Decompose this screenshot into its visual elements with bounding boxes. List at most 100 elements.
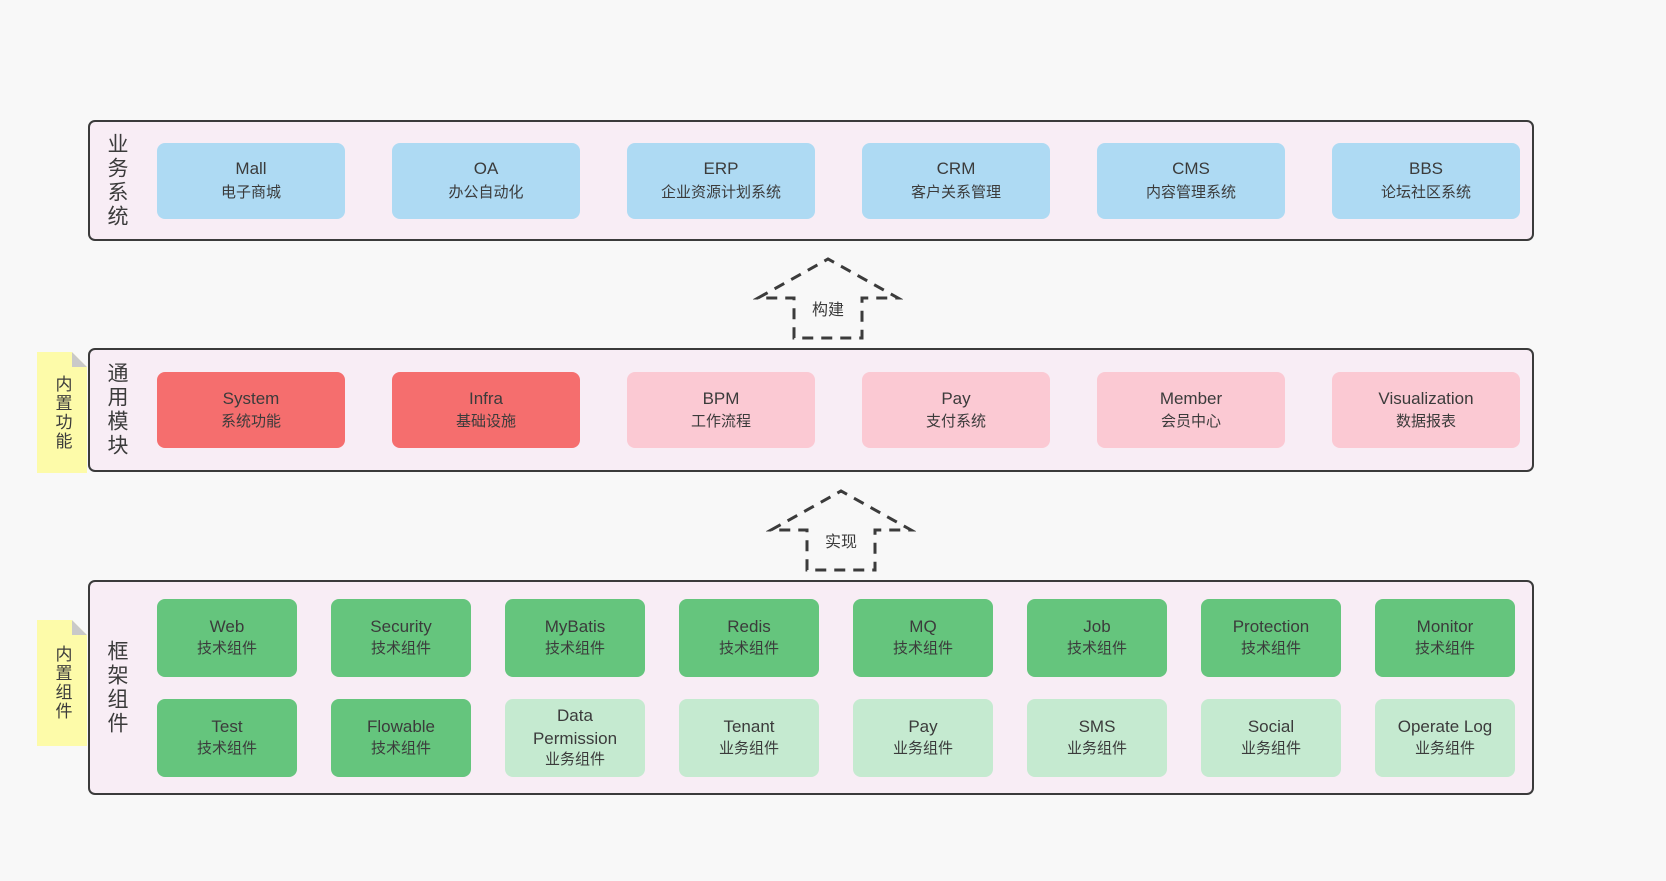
box-subtitle: 支付系统 — [925, 413, 986, 431]
box-subtitle: 技术组件 — [1240, 639, 1301, 657]
box-subtitle: 技术组件 — [892, 639, 953, 657]
folded-corner-icon — [72, 620, 87, 635]
box-subtitle: 技术组件 — [544, 639, 605, 657]
box-title: Data Permission — [532, 706, 618, 748]
box-title: System — [222, 388, 280, 408]
box-title: Infra — [468, 388, 504, 408]
box-subtitle: 数据报表 — [1395, 413, 1456, 431]
box-title: Mall — [235, 159, 267, 179]
box-tenant: Tenant 业务组件 — [679, 698, 819, 777]
box-title: Member — [1159, 388, 1223, 408]
note-text: 内置组件 — [52, 645, 72, 721]
box-subtitle: 技术组件 — [370, 739, 431, 757]
box-title: Flowable — [366, 717, 436, 737]
box-subtitle: 技术组件 — [196, 739, 257, 757]
box-infra: Infra 基础设施 — [392, 372, 580, 448]
box-sms: SMS 业务组件 — [1027, 698, 1167, 777]
box-title: Tenant — [723, 717, 775, 737]
box-subtitle: 技术组件 — [196, 639, 257, 657]
box-subtitle: 办公自动化 — [448, 183, 524, 201]
box-title: Job — [1083, 617, 1111, 637]
box-erp: ERP 企业资源计划系统 — [627, 142, 815, 219]
implement-arrow: 实现 — [766, 486, 916, 574]
box-bbs: BBS 论坛社区系统 — [1332, 142, 1520, 219]
folded-corner-icon — [72, 352, 87, 367]
box-title: Pay — [908, 717, 938, 737]
box-subtitle: 业务组件 — [1066, 739, 1127, 757]
box-flowable: Flowable 技术组件 — [331, 698, 471, 777]
box-title: SMS — [1078, 717, 1116, 737]
box-title: BBS — [1408, 159, 1444, 179]
box-subtitle: 系统功能 — [220, 413, 281, 431]
box-pay-module: Pay 支付系统 — [862, 372, 1050, 448]
note-built-in-features: 内置功能 — [37, 352, 87, 473]
build-arrow: 构建 — [753, 254, 903, 342]
box-redis: Redis 技术组件 — [679, 598, 819, 677]
box-mq: MQ 技术组件 — [853, 598, 993, 677]
note-text: 内置功能 — [52, 374, 72, 451]
framework-rows: Web 技术组件 Security 技术组件 MyBatis 技术组件 Redi… — [157, 598, 1515, 777]
box-title: Visualization — [1378, 388, 1474, 408]
box-pay-component: Pay 业务组件 — [853, 698, 993, 777]
box-crm: CRM 客户关系管理 — [862, 142, 1050, 219]
box-title: CRM — [936, 159, 976, 179]
box-subtitle: 业务组件 — [1414, 739, 1475, 757]
arrow-up-icon — [766, 489, 916, 572]
box-subtitle: 论坛社区系统 — [1380, 183, 1471, 201]
box-security: Security 技术组件 — [331, 598, 471, 677]
box-subtitle: 技术组件 — [718, 639, 779, 657]
layer-business-systems: 业务系统 Mall 电子商城 OA 办公自动化 ERP 企业资源计划系统 CRM… — [88, 120, 1534, 241]
box-subtitle: 技术组件 — [1066, 639, 1127, 657]
box-monitor: Monitor 技术组件 — [1375, 598, 1515, 677]
box-job: Job 技术组件 — [1027, 598, 1167, 677]
box-title: MQ — [909, 617, 937, 637]
box-subtitle: 工作流程 — [690, 413, 751, 431]
box-title: ERP — [703, 159, 739, 179]
box-title: Social — [1247, 717, 1295, 737]
box-data-permission: Data Permission 业务组件 — [505, 698, 645, 777]
box-subtitle: 业务组件 — [1240, 739, 1301, 757]
module-boxes: System 系统功能 Infra 基础设施 BPM 工作流程 Pay 支付系统… — [157, 372, 1520, 448]
box-oa: OA 办公自动化 — [392, 142, 580, 219]
box-protection: Protection 技术组件 — [1201, 598, 1341, 677]
box-title: Test — [211, 717, 243, 737]
implement-arrow-label: 实现 — [821, 528, 861, 552]
build-arrow-label: 构建 — [808, 296, 848, 320]
box-subtitle: 企业资源计划系统 — [660, 183, 781, 201]
box-member: Member 会员中心 — [1097, 372, 1285, 448]
arrow-up-icon — [753, 257, 903, 340]
layer-label-business: 业务系统 — [105, 132, 128, 229]
box-cms: CMS 内容管理系统 — [1097, 142, 1285, 219]
box-title: Redis — [727, 617, 771, 637]
box-bpm: BPM 工作流程 — [627, 372, 815, 448]
box-subtitle: 业务组件 — [718, 739, 779, 757]
box-subtitle: 电子商城 — [220, 183, 281, 201]
box-title: Security — [370, 617, 432, 637]
box-subtitle: 客户关系管理 — [910, 183, 1001, 201]
box-subtitle: 技术组件 — [1414, 639, 1475, 657]
note-built-in-components: 内置组件 — [37, 620, 87, 746]
box-subtitle: 基础设施 — [455, 413, 516, 431]
box-visualization: Visualization 数据报表 — [1332, 372, 1520, 448]
box-subtitle: 业务组件 — [892, 739, 953, 757]
box-title: Pay — [941, 388, 971, 408]
business-boxes: Mall 电子商城 OA 办公自动化 ERP 企业资源计划系统 CRM 客户关系… — [157, 142, 1520, 219]
box-title: Monitor — [1416, 617, 1474, 637]
box-test: Test 技术组件 — [157, 698, 297, 777]
box-subtitle: 业务组件 — [544, 751, 605, 769]
box-title: BPM — [702, 388, 740, 408]
framework-row-1: Web 技术组件 Security 技术组件 MyBatis 技术组件 Redi… — [157, 598, 1515, 677]
layer-framework-components: 框架组件 Web 技术组件 Security 技术组件 MyBatis 技术组件… — [88, 580, 1534, 795]
box-system: System 系统功能 — [157, 372, 345, 448]
layer-label-framework: 框架组件 — [105, 639, 128, 736]
box-subtitle: 内容管理系统 — [1145, 183, 1236, 201]
box-subtitle: 技术组件 — [370, 639, 431, 657]
box-operate-log: Operate Log 业务组件 — [1375, 698, 1515, 777]
box-subtitle: 会员中心 — [1160, 413, 1221, 431]
box-mybatis: MyBatis 技术组件 — [505, 598, 645, 677]
box-title: OA — [473, 159, 499, 179]
box-title: Web — [209, 617, 245, 637]
box-mall: Mall 电子商城 — [157, 142, 345, 219]
box-title: CMS — [1172, 159, 1210, 179]
